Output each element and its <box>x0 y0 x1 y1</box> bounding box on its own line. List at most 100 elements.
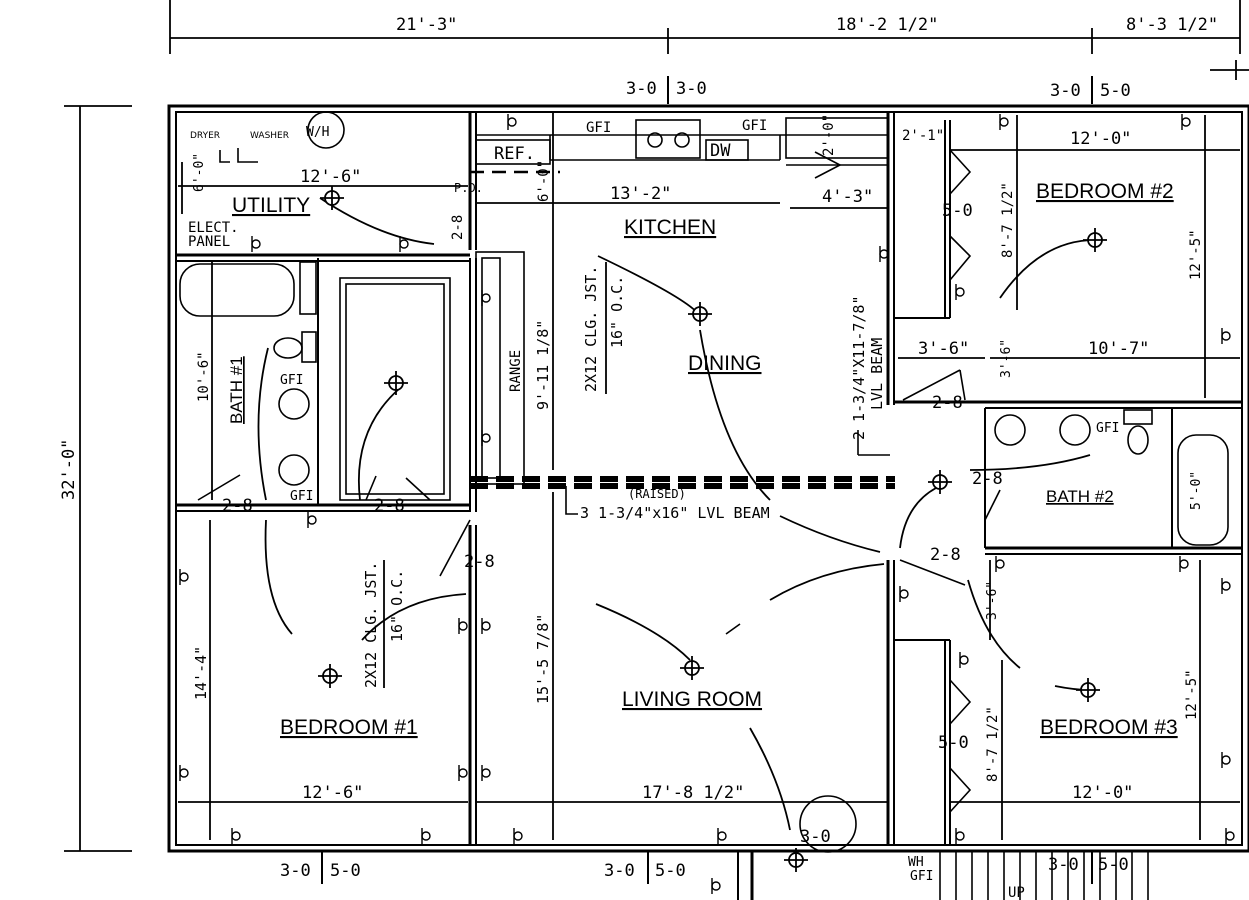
receptacles <box>179 114 1235 894</box>
svg-text:REF.: REF. <box>494 144 535 164</box>
outlet-icon <box>955 284 965 300</box>
svg-text:3-0: 3-0 <box>1048 855 1079 875</box>
svg-text:2 1-3/4"X11-7/8": 2 1-3/4"X11-7/8" <box>850 296 868 441</box>
room-bedroom2: BEDROOM #2 <box>1036 180 1174 203</box>
room-labels: UTILITY KITCHEN DINING LIVING ROOM BEDRO… <box>227 180 1178 739</box>
svg-text:15'-5 7/8": 15'-5 7/8" <box>534 614 552 704</box>
svg-text:P.D.: P.D. <box>454 181 483 195</box>
svg-text:2-8: 2-8 <box>972 469 1003 489</box>
svg-text:9'-11 1/8": 9'-11 1/8" <box>534 320 552 410</box>
svg-text:2-8: 2-8 <box>932 393 963 413</box>
outlet-icon <box>307 512 317 528</box>
svg-text:2-8: 2-8 <box>930 545 961 565</box>
outlet-icon <box>1221 752 1231 768</box>
overall-dimensions: 21'-3" 18'-2 1/2" 8'-3 1/2" 32'-0" <box>59 0 1249 852</box>
svg-text:3 1-3/4"x16" LVL BEAM: 3 1-3/4"x16" LVL BEAM <box>580 504 770 522</box>
outlet-icon <box>399 236 409 252</box>
svg-text:GFI: GFI <box>1096 421 1119 436</box>
room-bath1: BATH #1 <box>227 356 246 424</box>
svg-text:10'-7": 10'-7" <box>1088 339 1149 359</box>
light-bath1-icon <box>384 371 408 395</box>
outlet-icon <box>999 114 1009 130</box>
svg-text:GFI: GFI <box>742 118 767 134</box>
dim-top-right: 8'-3 1/2" <box>1126 15 1218 35</box>
svg-text:3-0: 3-0 <box>626 79 657 99</box>
outlet-icon <box>481 765 491 781</box>
stairs <box>939 852 1149 900</box>
svg-text:2-8: 2-8 <box>464 552 495 572</box>
dim-top-left: 21'-3" <box>396 15 457 35</box>
dim-left-total: 32'-0" <box>59 439 79 500</box>
exterior-walls <box>167 104 1249 853</box>
svg-text:12'-5": 12'-5" <box>1188 229 1204 280</box>
svg-text:5-0: 5-0 <box>942 201 973 221</box>
outlet-icon <box>711 878 721 894</box>
room-living: LIVING ROOM <box>622 688 762 711</box>
interior-walls <box>176 112 1242 845</box>
room-utility: UTILITY <box>232 194 310 217</box>
svg-text:GFI: GFI <box>280 373 303 388</box>
svg-text:(RAISED): (RAISED) <box>628 487 686 501</box>
outlet-icon <box>513 828 523 844</box>
room-dimensions: 12'-6" 6'-0" 13'-2" 6'-0" 4'-3" 2'-0" 10… <box>178 112 1240 840</box>
svg-text:GFI: GFI <box>290 489 313 504</box>
light-bed3-icon <box>1076 678 1100 702</box>
svg-text:RANGE: RANGE <box>508 350 524 392</box>
svg-text:4'-3": 4'-3" <box>822 187 873 207</box>
room-kitchen: KITCHEN <box>624 216 716 239</box>
outlet-icon <box>251 236 261 252</box>
svg-text:3'-6": 3'-6" <box>918 339 969 359</box>
svg-text:12'-0": 12'-0" <box>1072 783 1133 803</box>
structural-notes: 2X12 CLG. JST. 16" O.C. 2X12 CLG. JST. 1… <box>362 262 886 688</box>
svg-text:2X12 CLG. JST.: 2X12 CLG. JST. <box>362 562 380 688</box>
svg-text:3-0: 3-0 <box>800 827 831 847</box>
svg-text:12'-6": 12'-6" <box>302 783 363 803</box>
openings: 3-0 3-0 3-0 5-0 3-0 5-0 3-0 5-0 3-0 5-0 … <box>222 76 1131 884</box>
outlet-icon <box>507 114 517 130</box>
light-entry-icon <box>784 848 808 872</box>
outlet-icon <box>481 618 491 634</box>
svg-text:8'-7 1/2": 8'-7 1/2" <box>985 706 1001 782</box>
svg-text:12'-5": 12'-5" <box>1184 669 1200 720</box>
svg-text:3-0: 3-0 <box>1050 81 1081 101</box>
light-utility-icon <box>320 186 344 210</box>
outlet-icon <box>481 430 491 446</box>
svg-text:ELECT.: ELECT. <box>188 220 239 236</box>
svg-text:5-0: 5-0 <box>938 733 969 753</box>
svg-text:12'-0": 12'-0" <box>1070 129 1131 149</box>
svg-text:GFI: GFI <box>586 120 611 136</box>
svg-text:14'-4": 14'-4" <box>192 646 210 700</box>
svg-text:GFI: GFI <box>910 869 933 884</box>
svg-text:3'-6": 3'-6" <box>999 339 1014 378</box>
svg-text:2'-1": 2'-1" <box>902 128 944 144</box>
room-bedroom1: BEDROOM #1 <box>280 716 418 739</box>
outlet-icon <box>1221 578 1231 594</box>
outlet-icon <box>879 246 889 262</box>
outlet-icon <box>899 586 909 602</box>
fixtures: REF. DW RANGE GFI GFI W/H ELECT. PANEL D… <box>188 111 1153 900</box>
outlet-icon <box>458 765 468 781</box>
outlet-icon <box>1181 114 1191 130</box>
svg-text:5'-0": 5'-0" <box>1189 471 1204 510</box>
svg-text:3'-6": 3'-6" <box>985 581 1000 620</box>
svg-text:2-8: 2-8 <box>374 496 405 516</box>
svg-text:16" O.C.: 16" O.C. <box>608 276 626 348</box>
svg-text:2-8: 2-8 <box>450 215 466 240</box>
svg-text:12'-6": 12'-6" <box>300 167 361 187</box>
outlet-icon <box>717 828 727 844</box>
outlet-icon <box>231 828 241 844</box>
outlet-icon <box>1221 328 1231 344</box>
svg-text:2X12 CLG. JST.: 2X12 CLG. JST. <box>582 266 600 392</box>
svg-text:13'-2": 13'-2" <box>610 184 671 204</box>
svg-text:10'-6": 10'-6" <box>196 351 212 402</box>
svg-text:5-0: 5-0 <box>1098 855 1129 875</box>
svg-text:5-0: 5-0 <box>655 861 686 881</box>
svg-text:PANEL: PANEL <box>188 234 230 250</box>
outlet-icon <box>179 569 189 585</box>
svg-text:DRYER: DRYER <box>190 131 220 141</box>
svg-text:6'-0": 6'-0" <box>536 160 552 202</box>
svg-text:DW: DW <box>710 141 731 161</box>
outlet-icon <box>179 765 189 781</box>
svg-text:6'-0": 6'-0" <box>192 153 207 192</box>
